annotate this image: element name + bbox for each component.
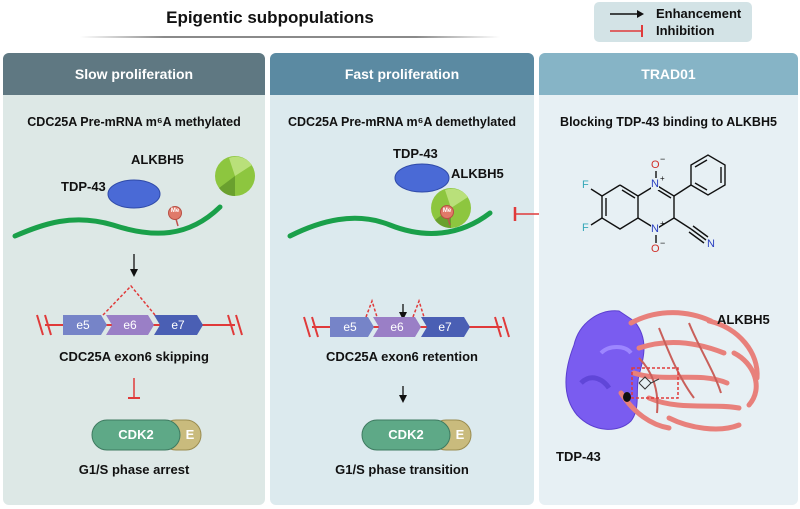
exon-caption: CDC25A exon6 retention <box>326 349 478 364</box>
tdp43-surface <box>565 310 645 430</box>
splice-line-right <box>412 298 425 318</box>
exon-row <box>303 298 510 338</box>
arrowhead-1 <box>399 312 407 320</box>
exon-e5 <box>63 315 107 335</box>
title-underline <box>80 36 500 38</box>
binding-site-box <box>631 367 679 399</box>
fluorine-top: F <box>582 179 589 191</box>
cdk2-box <box>361 419 451 451</box>
arrowhead-2 <box>399 395 407 403</box>
exon-e6-label: e6 <box>390 320 404 334</box>
panel-subtitle: CDC25A Pre-mRNA m⁶A demethylated <box>287 115 517 129</box>
exon-e6 <box>106 315 154 335</box>
legend: Enhancement Inhibition <box>594 2 752 42</box>
nitrogen-top: N <box>651 178 659 190</box>
exon-e7-label: e7 <box>438 320 452 334</box>
panel1-graphics <box>12 156 255 451</box>
phase-label: G1/S phase transition <box>335 462 469 477</box>
panel-trad01: TRAD01 Blocking TDP-43 binding to ALKBH5 <box>539 53 798 505</box>
tdp43-label: TDP-43 <box>61 179 106 194</box>
rna-strand <box>12 204 223 239</box>
alkbh5-ribbon <box>618 310 760 432</box>
protein-complex <box>565 310 760 432</box>
exon-e7 <box>421 317 470 337</box>
panel-subtitle: CDC25A Pre-mRNA m⁶A methylated <box>27 115 241 129</box>
panel-header: Fast proliferation <box>270 53 534 95</box>
panel2-graphics <box>287 163 510 451</box>
enhancement-arrowhead <box>637 10 644 18</box>
oxygen-bottom: O <box>651 243 660 255</box>
tdp43-protein <box>394 163 450 193</box>
exon-row <box>36 284 243 336</box>
plus-bottom: + <box>660 219 665 228</box>
legend-enhancement: Enhancement <box>656 6 742 21</box>
phase-label: G1/S phase arrest <box>78 462 190 477</box>
panel-header: Slow proliferation <box>3 53 265 95</box>
minus-top: − <box>660 154 666 164</box>
rna-strand <box>287 210 493 239</box>
panel-slow-proliferation: Slow proliferation CDC25A Pre-mRNA m⁶A m… <box>3 53 265 505</box>
panel3-graphics <box>565 154 760 432</box>
cyclin-e-label: E <box>185 427 195 442</box>
diagram-title: Epigentic subpopulations <box>166 8 374 27</box>
fluorine-bottom: F <box>582 222 589 234</box>
alkbh5-label: ALKBH5 <box>131 152 184 167</box>
exon-e6 <box>373 317 421 337</box>
legend-symbols <box>610 10 644 37</box>
tdp43-label: TDP-43 <box>556 449 601 464</box>
nitrile-nitrogen: N <box>707 238 715 250</box>
cdk2-box <box>91 419 181 451</box>
nitrogen-bottom: N <box>651 223 659 235</box>
plus-top: + <box>660 174 665 183</box>
panel-fast-proliferation: Fast proliferation CDC25A Pre-mRNA m⁶A d… <box>270 53 534 505</box>
splice-line-left <box>365 298 378 318</box>
arrowhead-1 <box>130 269 138 277</box>
panel-header: TRAD01 <box>539 53 798 95</box>
alkbh5-label: ALKBH5 <box>451 166 504 181</box>
cdk2-label: CDK2 <box>118 427 154 442</box>
exon-e6-label: e6 <box>123 318 137 332</box>
exon-e7-label: e7 <box>171 318 185 332</box>
legend-inhibition: Inhibition <box>656 23 715 38</box>
exon-e5-label: e5 <box>76 318 90 332</box>
exon-caption: CDC25A exon6 skipping <box>59 349 209 364</box>
tdp43-label: TDP-43 <box>393 146 438 161</box>
exon-e5-label: e5 <box>343 320 357 334</box>
alkbh5-protein <box>215 156 255 196</box>
m6a-mark <box>440 205 454 219</box>
m6a-mark <box>168 206 182 220</box>
panel-subtitle: Blocking TDP-43 binding to ALKBH5 <box>560 115 777 129</box>
oxygen-top: O <box>651 159 660 171</box>
exon-e5 <box>330 317 374 337</box>
tdp43-protein <box>107 179 161 209</box>
cyclin-e-label: E <box>455 427 465 442</box>
me-label: Me <box>170 208 180 214</box>
exon-e7 <box>154 315 203 335</box>
cdk2-label: CDK2 <box>388 427 424 442</box>
skip-splice-line <box>102 284 156 316</box>
alkbh5-label: ALKBH5 <box>717 312 770 327</box>
minus-bottom: − <box>660 238 666 248</box>
me-label: Me <box>442 208 452 214</box>
